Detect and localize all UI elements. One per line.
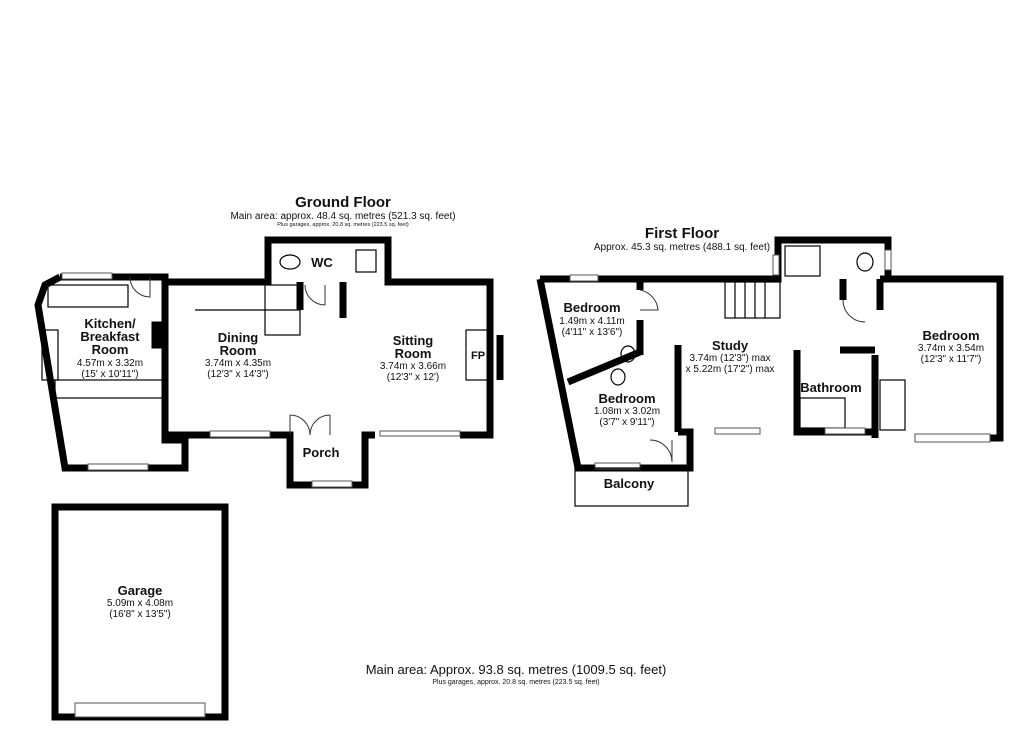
room-dimensions: 1.08m x 3.02m: [594, 406, 660, 417]
room-dimensions: (12'3" x 11'7"): [921, 354, 982, 365]
room-name: Bathroom: [800, 380, 861, 395]
ground-floor-area: Main area: approx. 48.4 sq. metres (521.…: [230, 211, 455, 222]
room-name: Dining: [218, 330, 258, 345]
room-dimensions: (15' x 10'11"): [81, 369, 138, 380]
room-dimensions: (4'11" x 13'6"): [562, 327, 623, 338]
room-dimensions: (12'3" x 12'): [387, 372, 439, 383]
room-name: Room: [395, 346, 432, 361]
ground-floor-walls: [34, 236, 504, 489]
room-dimensions: 3.74m x 3.66m: [380, 361, 446, 372]
room-dimensions: x 5.22m (17'2") max: [686, 364, 775, 375]
room-name: Room: [220, 343, 257, 358]
room-name: Room: [92, 342, 129, 357]
room-name: Kitchen/: [84, 316, 136, 331]
room-dimensions: 5.09m x 4.08m: [107, 598, 173, 609]
first-floor-area: Approx. 45.3 sq. metres (488.1 sq. feet): [594, 242, 770, 253]
room-dimensions: 3.74m (12'3") max: [689, 353, 770, 364]
room-name: Bedroom: [598, 391, 655, 406]
room-dimensions: (3'7" x 9'11"): [599, 417, 654, 428]
total-area: Main area: Approx. 93.8 sq. metres (1009…: [366, 662, 667, 677]
room-name: Study: [712, 338, 749, 353]
room-name: WC: [311, 255, 333, 270]
total-garages: Plus garages, approx. 20.8 sq. metres (2…: [432, 679, 599, 686]
ground-floor-garages: Plus garages, approx. 20.8 sq. metres (2…: [277, 222, 409, 228]
first-floor-walls: [536, 236, 1004, 507]
first-floor-title: First Floor: [645, 225, 719, 242]
room-dimensions: 3.74m x 3.54m: [918, 343, 984, 354]
room-name: Breakfast: [80, 329, 140, 344]
room-dimensions: 3.74m x 4.35m: [205, 358, 271, 369]
fireplace-label: FP: [471, 350, 485, 362]
room-dimensions: 4.57m x 3.32m: [77, 358, 143, 369]
room-name: Bedroom: [922, 328, 979, 343]
room-name: Balcony: [604, 476, 655, 491]
room-dimensions: (12'3" x 14'3"): [207, 369, 269, 380]
ground-floor-title: Ground Floor: [295, 194, 391, 211]
room-dimensions: 1.49m x 4.11m: [559, 316, 624, 327]
room-name: Bedroom: [563, 300, 620, 315]
room-name: Sitting: [393, 333, 433, 348]
room-name: Garage: [118, 583, 163, 598]
room-dimensions: (16'8" x 13'5"): [109, 609, 171, 620]
room-name: Porch: [303, 445, 340, 460]
